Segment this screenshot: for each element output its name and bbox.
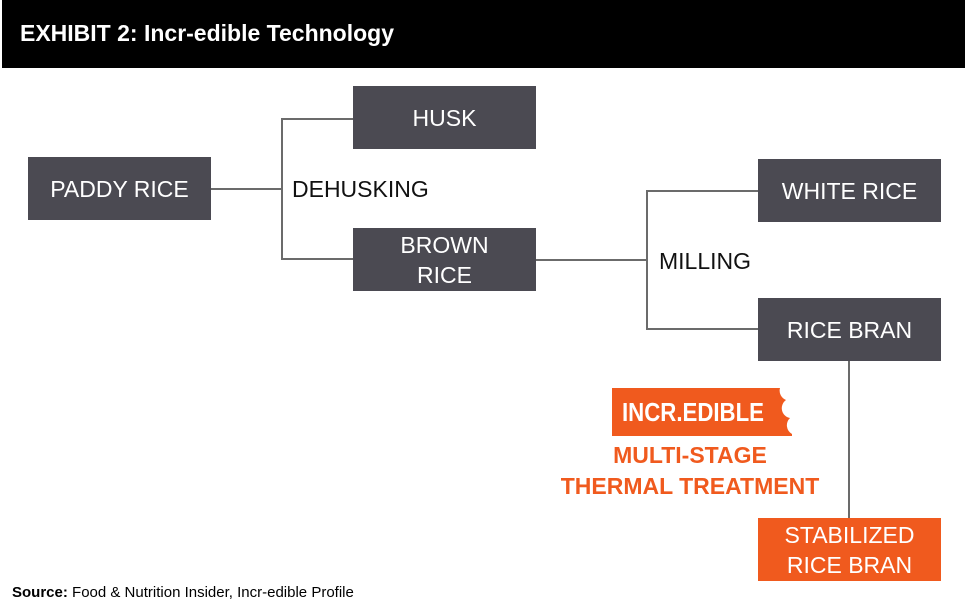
node-white-rice: WHITE RICE xyxy=(758,159,941,222)
exhibit-header: EXHIBIT 2: Incr-edible Technology xyxy=(2,0,965,68)
incredible-logo: INCR.EDIBLE xyxy=(612,388,792,436)
treatment-line-2: THERMAL TREATMENT xyxy=(560,473,820,499)
exhibit-title: EXHIBIT 2: Incr-edible Technology xyxy=(20,20,395,46)
node-stabilized-rice-bran: STABILIZED RICE BRAN xyxy=(758,518,941,581)
logo-text: INCR.EDIBLE xyxy=(622,397,764,427)
node-husk: HUSK xyxy=(353,86,536,149)
node-paddy-rice: PADDY RICE xyxy=(28,157,211,220)
node-rice-bran: RICE BRAN xyxy=(758,298,941,361)
process-label-milling: MILLING xyxy=(659,248,752,274)
process-label-dehusking: DEHUSKING xyxy=(292,176,429,202)
connector-brown-to-split xyxy=(536,259,648,261)
source-label: Source: xyxy=(12,584,68,601)
connector-to-rice-bran xyxy=(646,328,758,330)
connector-to-brown-rice xyxy=(281,258,353,260)
source-note: Source: Food & Nutrition Insider, Incr-e… xyxy=(12,584,354,601)
source-text: Food & Nutrition Insider, Incr-edible Pr… xyxy=(72,584,354,601)
connector-milling-vertical xyxy=(646,190,648,330)
connector-dehusking-vertical xyxy=(281,118,283,260)
connector-to-white-rice xyxy=(646,190,758,192)
connector-bran-to-stabilized xyxy=(848,361,850,518)
node-brown-rice: BROWN RICE xyxy=(353,228,536,291)
connector-paddy-to-split xyxy=(211,188,283,190)
connector-to-husk xyxy=(281,118,353,120)
thermal-treatment-label: MULTI-STAGE THERMAL TREATMENT xyxy=(540,440,840,502)
logo-badge-shape xyxy=(612,388,792,436)
treatment-line-1: MULTI-STAGE xyxy=(613,442,767,468)
